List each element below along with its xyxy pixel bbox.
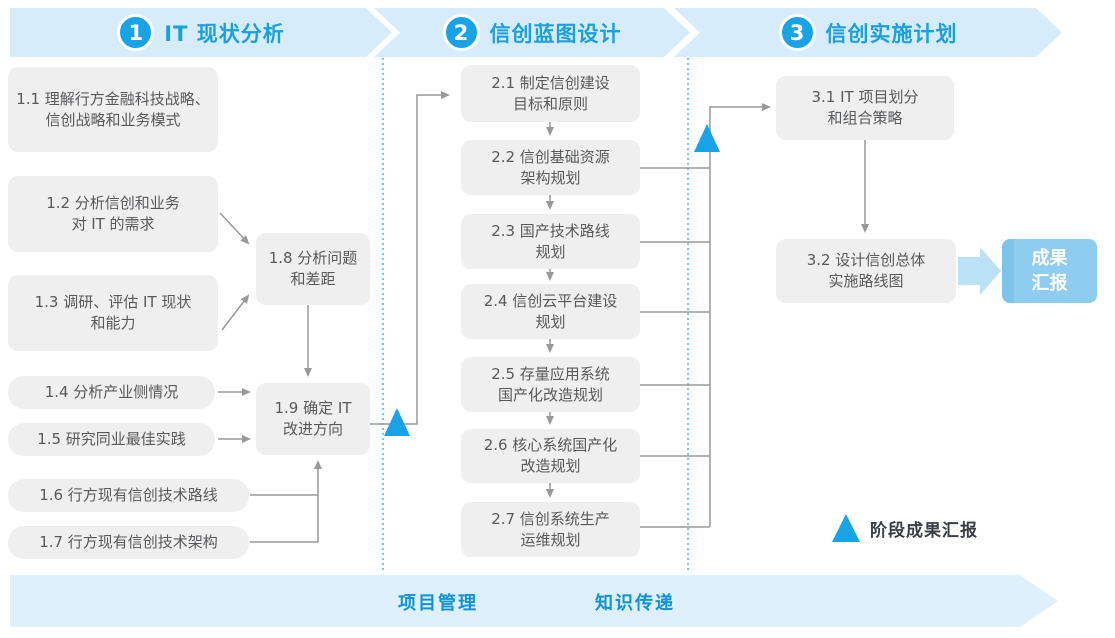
step-1-9-box: 1.9 确定 IT 改进方向 bbox=[256, 383, 370, 455]
step-1-7-box: 1.7 行方现有信创技术架构 bbox=[8, 526, 249, 559]
step-1-4-box: 1.4 分析产业侧情况 bbox=[8, 376, 215, 409]
result-arrow-icon bbox=[958, 247, 1001, 295]
step-2-6-box: 2.6 核心系统国产化 改造规划 bbox=[461, 429, 640, 483]
step-1-1-box: 1.1 理解行方金融科技战略、 信创战略和业务模式 bbox=[8, 67, 218, 152]
bottom-label-project-management: 项目管理 bbox=[398, 593, 478, 614]
phase-1-title: IT 现状分析 bbox=[164, 21, 285, 46]
milestone-triangle-icons bbox=[384, 124, 720, 436]
step-2-3-box: 2.3 国产技术路线 规划 bbox=[461, 214, 640, 269]
phase-1-header: 1 IT 现状分析 bbox=[10, 8, 392, 57]
step-2-7-box: 2.7 信创系统生产 运维规划 bbox=[461, 502, 640, 557]
phase-1-number-badge: 1 bbox=[117, 14, 154, 51]
legend: 阶段成果汇报 bbox=[832, 514, 978, 542]
phase-2-number-badge: 2 bbox=[443, 14, 480, 51]
phase-2-header: 2 信创蓝图设计 bbox=[374, 8, 690, 57]
milestone-triangle-icon bbox=[832, 514, 860, 542]
bottom-support-band bbox=[10, 575, 1058, 627]
phase-divider-lines bbox=[382, 58, 689, 572]
step-1-8-box: 1.8 分析问题 和差距 bbox=[256, 233, 370, 305]
step-2-2-box: 2.2 信创基础资源 架构规划 bbox=[461, 140, 640, 195]
result-report-box: 成果 汇报 bbox=[1002, 239, 1097, 303]
bottom-label-knowledge-transfer: 知识传递 bbox=[595, 593, 675, 614]
phase-3-number-badge: 3 bbox=[779, 14, 816, 51]
phase-3-title: 信创实施计划 bbox=[825, 21, 958, 46]
legend-label: 阶段成果汇报 bbox=[870, 520, 978, 541]
step-1-3-box: 1.3 调研、评估 IT 现状 和能力 bbox=[8, 275, 218, 351]
step-1-2-box: 1.2 分析信创和业务 对 IT 的需求 bbox=[8, 176, 218, 252]
step-3-1-box: 3.1 IT 项目划分 和组合策略 bbox=[776, 76, 954, 140]
step-1-5-box: 1.5 研究同业最佳实践 bbox=[8, 423, 215, 456]
phase-3-header: 3 信创实施计划 bbox=[674, 8, 1062, 57]
step-2-1-box: 2.1 制定信创建设 目标和原则 bbox=[461, 65, 640, 122]
phase-2-title: 信创蓝图设计 bbox=[489, 21, 622, 46]
step-3-2-box: 3.2 设计信创总体 实施路线图 bbox=[776, 239, 956, 303]
step-2-5-box: 2.5 存量应用系统 国产化改造规划 bbox=[461, 357, 640, 412]
step-2-4-box: 2.4 信创云平台建设 规划 bbox=[461, 284, 640, 339]
phase-1-number: 1 bbox=[128, 20, 144, 45]
phase-3-number: 3 bbox=[789, 20, 805, 45]
step-1-6-box: 1.6 行方现有信创技术路线 bbox=[8, 479, 249, 512]
phase-2-number: 2 bbox=[453, 20, 469, 45]
